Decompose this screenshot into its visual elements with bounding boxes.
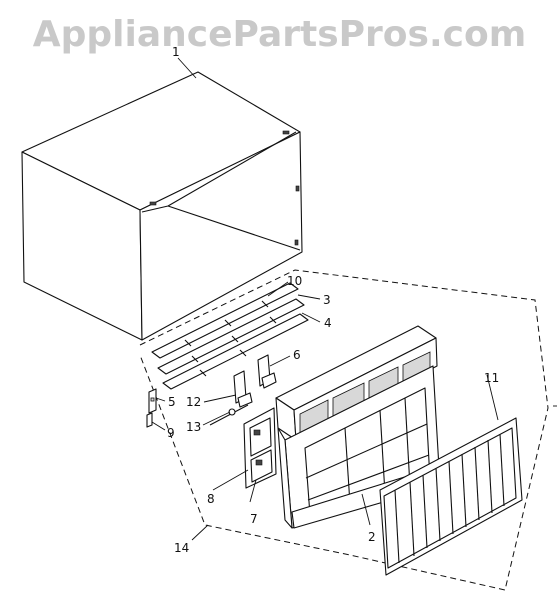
filter-panel <box>243 407 277 489</box>
callout-5: 5 <box>168 395 176 409</box>
callout-labels: 1 10 3 4 6 5 12 13 9 11 8 7 2 14 <box>167 45 499 555</box>
callout-1: 1 <box>172 45 180 59</box>
callout-12: 12 <box>186 395 201 409</box>
brackets <box>146 354 277 428</box>
front-grille <box>379 417 523 576</box>
watermark-logo: AppliancePartsPros.com <box>32 14 527 55</box>
kit-boundary <box>139 269 549 591</box>
callout-3: 3 <box>323 293 331 307</box>
callout-7: 7 <box>250 512 258 526</box>
callout-8: 8 <box>207 492 215 506</box>
callout-9: 9 <box>167 426 175 440</box>
callout-4: 4 <box>324 316 332 330</box>
callout-14: 14 <box>174 541 189 555</box>
callout-13: 13 <box>186 420 201 434</box>
mounting-rails <box>151 282 309 390</box>
callout-11: 11 <box>484 371 499 385</box>
callout-10: 10 <box>287 274 302 288</box>
cabinet-wrapper <box>21 71 303 341</box>
callout-6: 6 <box>293 348 301 362</box>
leader-lines <box>151 57 499 541</box>
callout-2: 2 <box>368 530 376 544</box>
